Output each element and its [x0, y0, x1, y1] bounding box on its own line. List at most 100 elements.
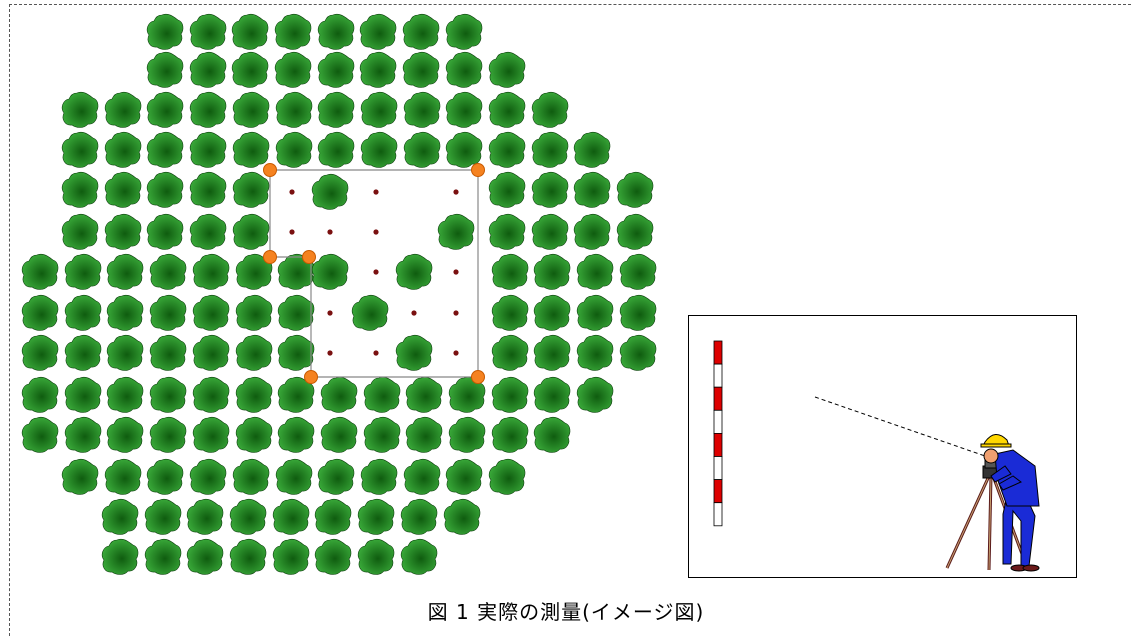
tree-canopy-icon: [321, 417, 357, 452]
tree-canopy-icon: [318, 14, 354, 49]
tree-canopy-icon: [187, 499, 223, 534]
tree-canopy-icon: [489, 172, 525, 207]
tree-canopy-icon: [150, 377, 186, 412]
tree-canopy-icon: [107, 377, 143, 412]
tree-canopy-icon: [62, 172, 98, 207]
tree-canopy-icon: [233, 172, 269, 207]
tree-canopy-icon: [278, 335, 314, 370]
staff-segment: [714, 341, 722, 364]
tree-canopy-icon: [65, 335, 101, 370]
tree-canopy-icon: [492, 335, 528, 370]
tree-canopy-icon: [236, 335, 272, 370]
tree-canopy-icon: [190, 52, 226, 87]
tree-canopy-icon: [190, 132, 226, 167]
tree-canopy-icon: [190, 459, 226, 494]
tree-canopy-icon: [147, 14, 183, 49]
tree-canopy-icon: [190, 14, 226, 49]
tree-canopy-icon: [193, 377, 229, 412]
tree-canopy-icon: [65, 417, 101, 452]
surveying-illustration: [689, 316, 1078, 579]
tree-canopy-icon: [438, 214, 474, 249]
tree-canopy-icon: [65, 254, 101, 289]
tree-canopy-icon: [534, 254, 570, 289]
tree-canopy-icon: [574, 214, 610, 249]
tree-canopy-icon: [105, 214, 141, 249]
tree-canopy-icon: [233, 214, 269, 249]
tree-canopy-icon: [364, 417, 400, 452]
tree-canopy-icon: [404, 92, 440, 127]
tree-canopy-icon: [62, 214, 98, 249]
tree-canopy-icon: [403, 52, 439, 87]
tree-canopy-icon: [574, 132, 610, 167]
tree-canopy-icon: [446, 132, 482, 167]
survey-leveling-staff-icon: [714, 341, 722, 526]
tree-canopy-icon: [107, 295, 143, 330]
plot-point-icon: [453, 350, 458, 355]
tree-canopy-icon: [361, 132, 397, 167]
tree-canopy-icon: [22, 254, 58, 289]
tree-canopy-icon: [321, 377, 357, 412]
plot-point-icon: [453, 269, 458, 274]
tree-canopy-icon: [318, 132, 354, 167]
tree-canopy-icon: [489, 132, 525, 167]
tree-canopy-icon: [360, 14, 396, 49]
tree-canopy-icon: [105, 92, 141, 127]
tree-canopy-icon: [230, 539, 266, 574]
staff-segment: [714, 387, 722, 410]
tree-canopy-icon: [318, 92, 354, 127]
tree-canopy-icon: [102, 539, 138, 574]
tree-canopy-icon: [449, 417, 485, 452]
survey-corner-marker-icon: [264, 251, 277, 264]
tree-canopy-icon: [187, 539, 223, 574]
line-of-sight: [815, 397, 985, 456]
tree-canopy-icon: [315, 499, 351, 534]
tree-canopy-icon: [190, 92, 226, 127]
surveying-inset-panel: [688, 315, 1077, 578]
tree-canopy-icon: [617, 172, 653, 207]
tree-canopy-icon: [275, 14, 311, 49]
tree-canopy-icon: [145, 539, 181, 574]
tree-canopy-icon: [620, 254, 656, 289]
tree-canopy-icon: [230, 499, 266, 534]
plot-point-icon: [373, 350, 378, 355]
tree-canopy-icon: [360, 52, 396, 87]
plot-point-icon: [289, 189, 294, 194]
tree-canopy-icon: [107, 254, 143, 289]
staff-segment: [714, 457, 722, 480]
tree-canopy-icon: [404, 459, 440, 494]
tree-canopy-icon: [236, 295, 272, 330]
tree-canopy-icon: [105, 459, 141, 494]
tree-canopy-icon: [102, 499, 138, 534]
tree-canopy-icon: [276, 132, 312, 167]
tree-canopy-icon: [193, 254, 229, 289]
survey-corner-marker-icon: [305, 371, 318, 384]
tree-canopy-icon: [444, 499, 480, 534]
tree-canopy-icon: [312, 174, 348, 209]
tree-canopy-icon: [65, 295, 101, 330]
tree-canopy-icon: [22, 335, 58, 370]
tree-canopy-icon: [404, 132, 440, 167]
tree-canopy-icon: [233, 132, 269, 167]
plot-point-icon: [373, 269, 378, 274]
tree-canopy-icon: [150, 335, 186, 370]
tree-canopy-icon: [275, 52, 311, 87]
tree-canopy-icon: [617, 214, 653, 249]
tree-canopy-icon: [358, 539, 394, 574]
figure-caption: 図 1 実際の測量(イメージ図): [0, 596, 1132, 625]
tree-canopy-icon: [278, 417, 314, 452]
tree-canopy-icon: [489, 459, 525, 494]
tree-canopy-icon: [361, 459, 397, 494]
tree-canopy-icon: [532, 92, 568, 127]
tree-canopy-icon: [22, 417, 58, 452]
tree-canopy-icon: [364, 377, 400, 412]
tree-canopy-icon: [193, 335, 229, 370]
tree-canopy-icon: [489, 92, 525, 127]
tree-canopy-icon: [406, 417, 442, 452]
tree-canopy-icon: [403, 14, 439, 49]
survey-corner-marker-icon: [264, 164, 277, 177]
tree-canopy-icon: [574, 172, 610, 207]
tree-canopy-icon: [396, 254, 432, 289]
tree-canopy-icon: [534, 417, 570, 452]
staff-segment: [714, 503, 722, 526]
tree-canopy-icon: [62, 459, 98, 494]
